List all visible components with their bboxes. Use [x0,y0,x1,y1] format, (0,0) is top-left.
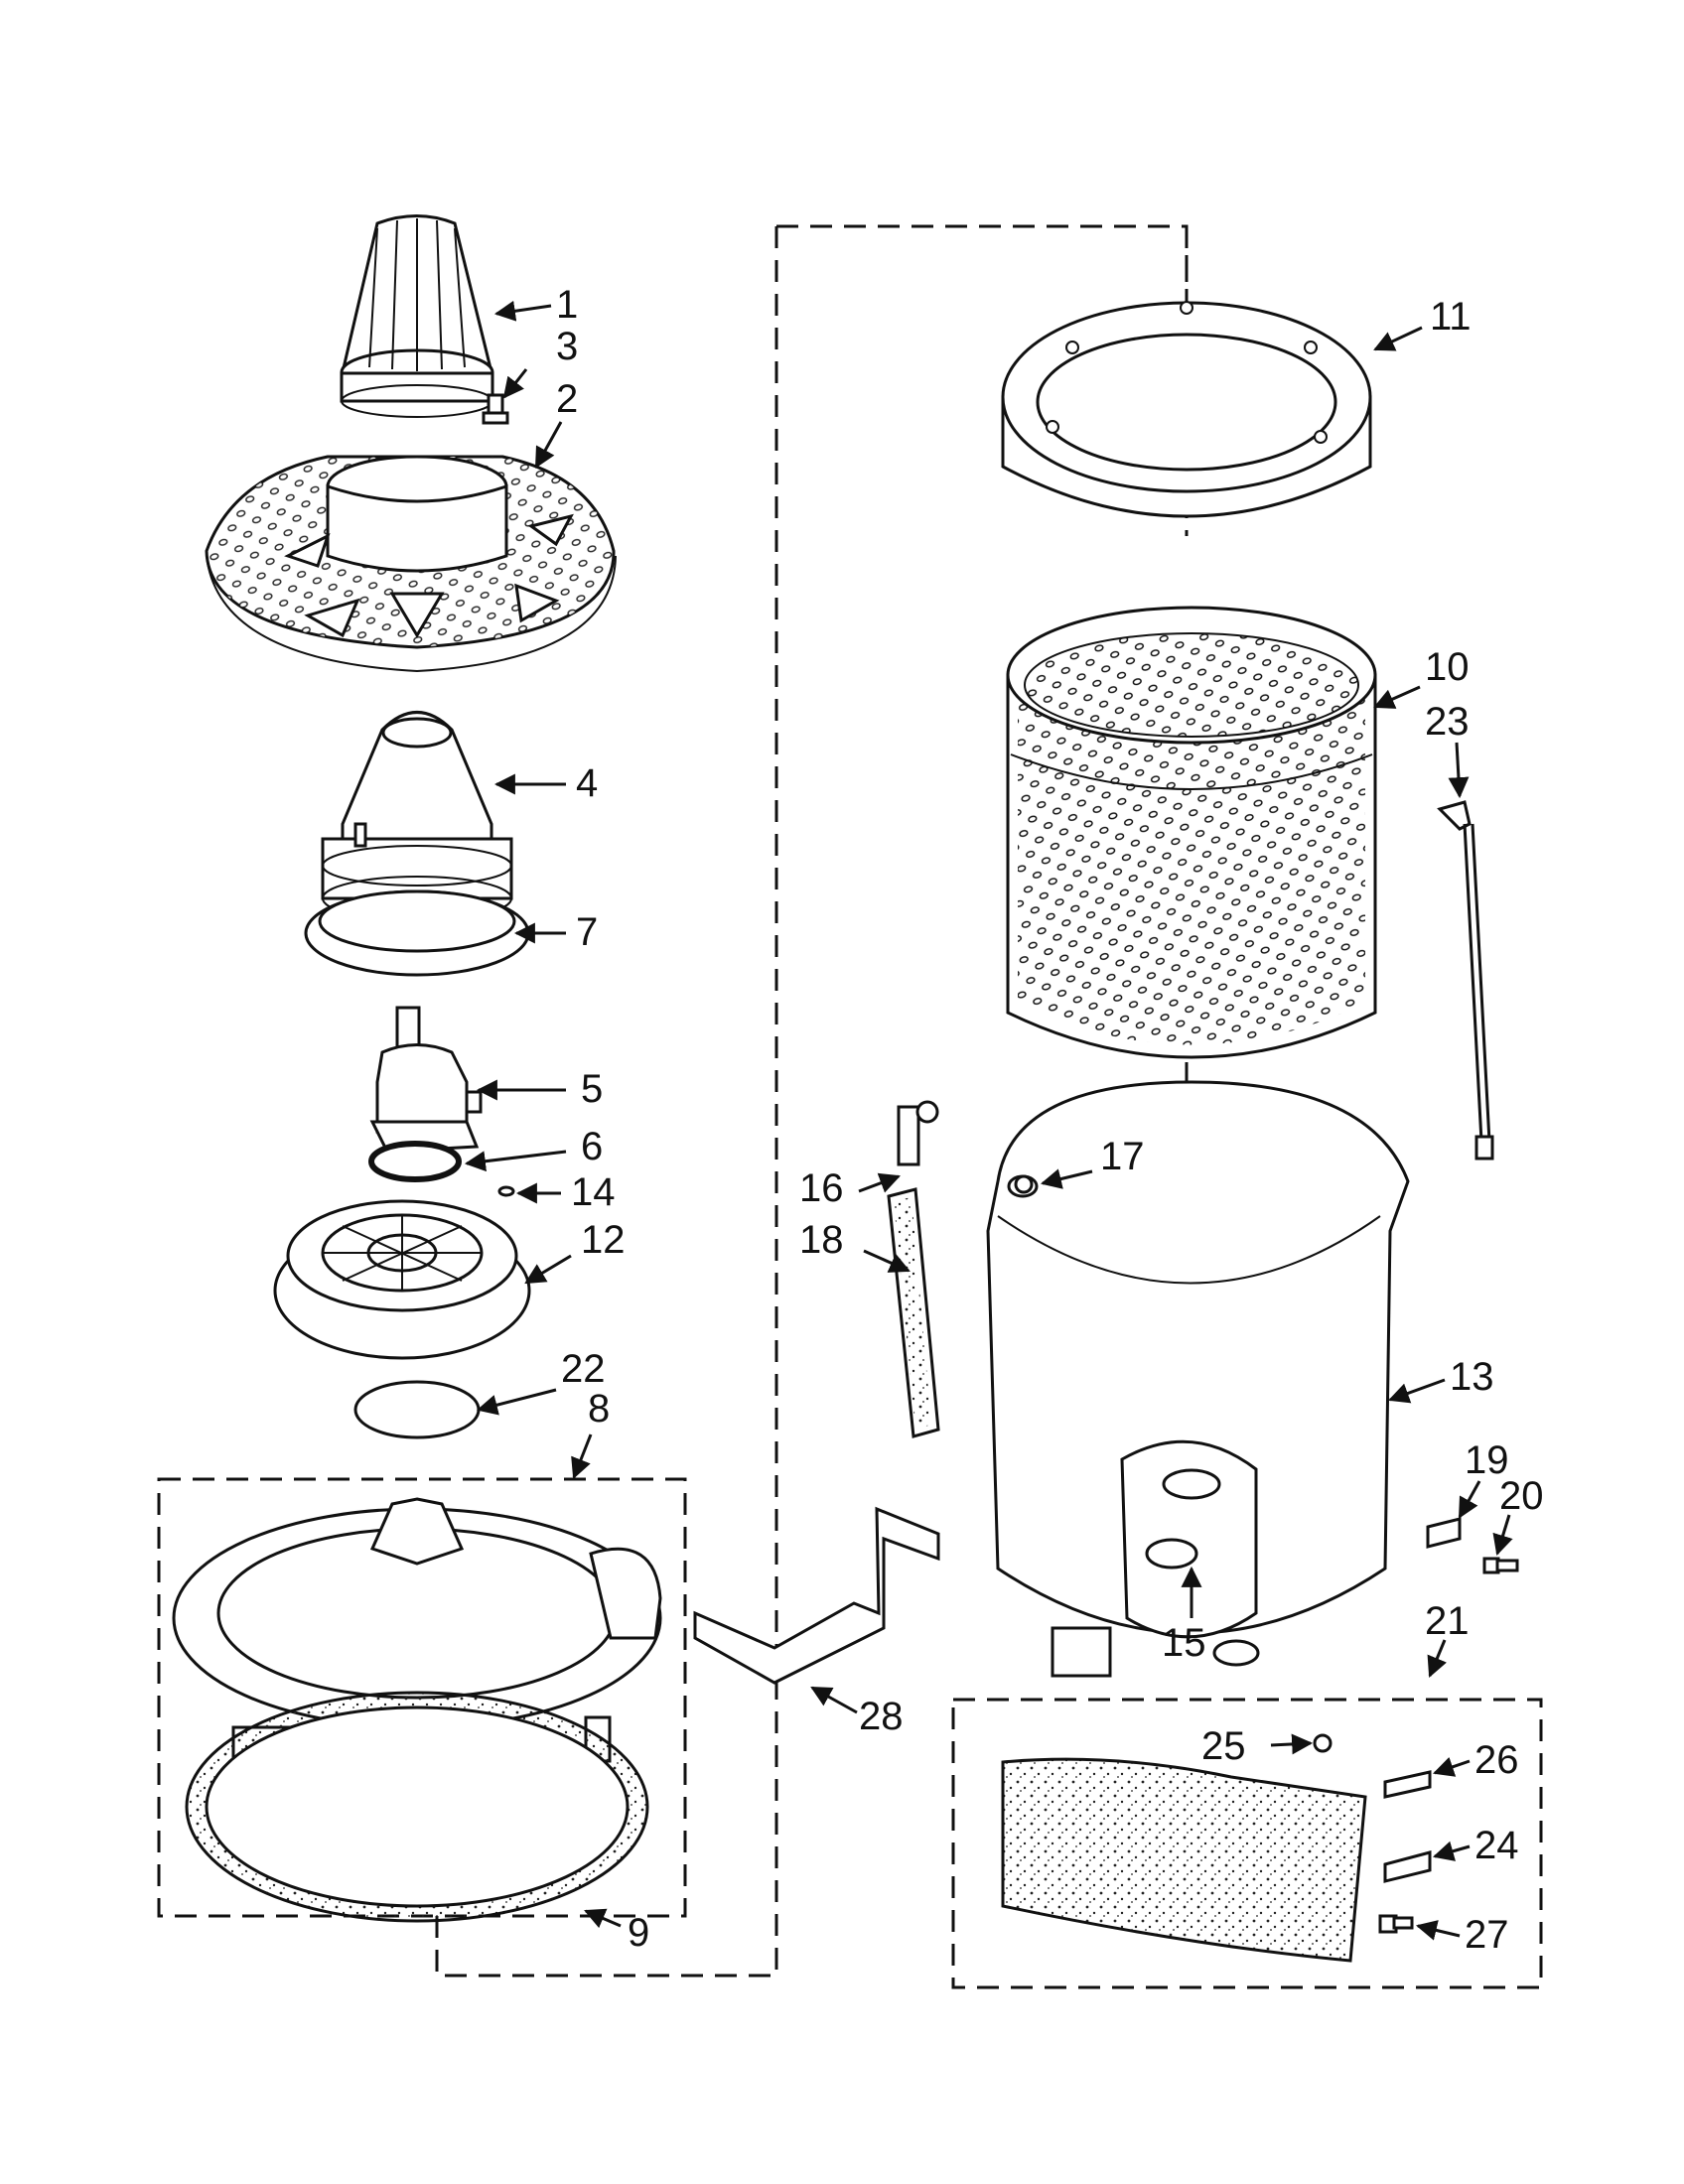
part-17-plug-drawing [1014,1174,1034,1194]
part-21-insulation-panel-drawing [1001,1757,1367,1963]
leader-arrows [464,300,1513,1941]
label-part-10: 10 [1425,645,1470,689]
part-10-basket-drawing [1006,606,1377,1059]
part-4-agitator-cone-drawing [321,711,513,921]
part-24-clip-drawing [1383,1850,1432,1883]
part-3-bolt-drawing [482,393,509,425]
label-part-12: 12 [581,1218,626,1262]
part-25-nut-drawing [1313,1733,1333,1753]
part-9-gasket-drawing [185,1691,649,1923]
label-part-19: 19 [1465,1438,1509,1482]
label-part-6: 6 [581,1125,603,1168]
label-part-5: 5 [581,1067,603,1111]
part-labels: 1 3 2 4 7 5 6 14 12 22 8 9 28 11 10 23 1… [556,283,1544,1957]
label-part-18: 18 [799,1218,844,1262]
part-2-perforated-plate-drawing [205,455,617,673]
part-18-strap-drawing [887,1187,940,1438]
dashed-box-21 [951,1698,1543,1989]
label-part-13: 13 [1450,1355,1494,1399]
label-part-25: 25 [1201,1724,1246,1768]
label-part-15: 15 [1162,1621,1206,1665]
label-part-17: 17 [1100,1135,1145,1178]
part-11-balance-ring-drawing [1001,301,1372,518]
label-part-28: 28 [859,1695,904,1738]
label-part-4: 4 [576,761,598,805]
part-1-agitator-cap-drawing [340,214,494,418]
part-16-clip-drawing [897,1100,939,1166]
label-part-1: 1 [556,283,578,327]
label-part-8: 8 [588,1387,610,1431]
part-13-outer-tub-drawing [986,1080,1410,1678]
part-20-screw-drawing [1482,1557,1519,1574]
part-6-o-ring-drawing [368,1141,462,1182]
label-part-27: 27 [1465,1913,1509,1957]
part-26-clip-drawing [1383,1770,1432,1799]
part-27-screw-drawing [1378,1914,1414,1934]
label-part-2: 2 [556,377,578,421]
label-part-9: 9 [628,1911,649,1955]
part-19-bracket-drawing [1426,1517,1462,1549]
label-part-11: 11 [1430,295,1472,339]
label-part-21: 21 [1425,1599,1470,1643]
label-part-23: 23 [1425,700,1470,744]
part-22-disk-drawing [353,1380,481,1439]
label-part-24: 24 [1474,1824,1519,1867]
part-12-hub-drawing [273,1199,531,1360]
part-23-hose-drawing [1437,800,1494,1160]
label-part-20: 20 [1499,1474,1544,1518]
part-8-tub-ring-drawing [172,1497,662,1799]
label-part-22: 22 [561,1347,606,1391]
label-part-3: 3 [556,325,578,368]
label-part-7: 7 [576,910,598,954]
part-28-bracket-drawing [693,1506,940,1685]
part-5-coupler-drawing [369,1006,483,1154]
part-7-seal-ring-drawing [304,889,530,977]
label-part-16: 16 [799,1166,844,1210]
label-part-26: 26 [1474,1738,1519,1782]
label-part-14: 14 [571,1170,616,1214]
part-14-washer-drawing [497,1185,515,1197]
